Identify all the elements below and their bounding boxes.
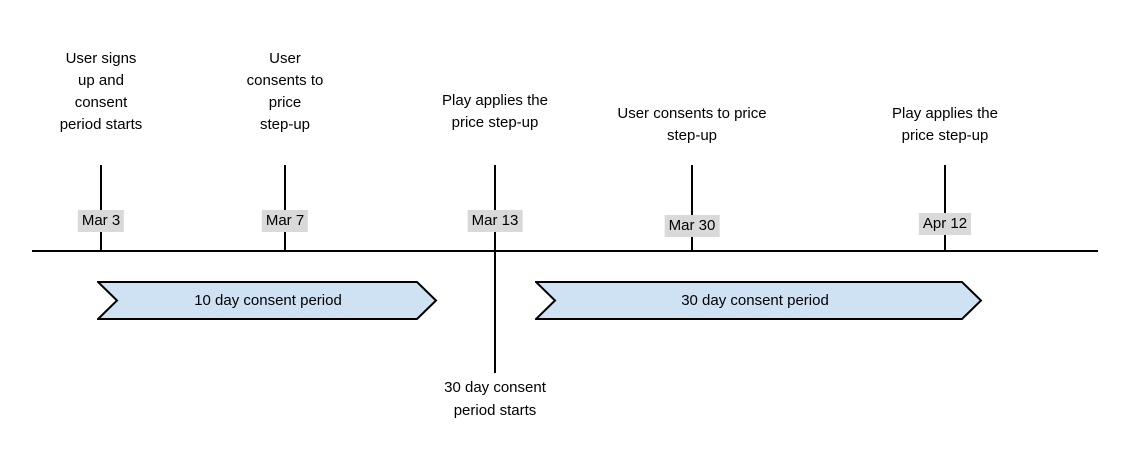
event-date-mar3: Mar 3 — [77, 210, 125, 232]
event-date-mar30: Mar 30 — [664, 215, 720, 237]
event-tick-mar13 — [494, 165, 496, 250]
consent-period-label-10day: 10 day consent period — [194, 292, 342, 309]
event-tick-mar7 — [284, 165, 286, 250]
note-label-30day-start: 30 day consent period starts — [444, 379, 546, 419]
chevron-shape-10day — [97, 281, 438, 320]
event-date-apr12: Apr 12 — [918, 213, 972, 235]
event-label-mar30: User consents to price step-up — [617, 105, 767, 144]
consent-period-banner-10day — [97, 281, 438, 320]
event-tick-mar3 — [100, 165, 102, 250]
event-tick-apr12 — [944, 165, 946, 250]
event-date-mar13: Mar 13 — [467, 210, 523, 232]
event-label-mar7: User consents to price step-up — [246, 50, 324, 133]
consent-period-banner-30day — [535, 281, 983, 320]
event-date-mar7: Mar 7 — [261, 210, 309, 232]
event-label-apr12: Play applies the price step-up — [892, 105, 998, 144]
note-connector-line — [494, 252, 496, 373]
event-label-mar13: Play applies the price step-up — [442, 92, 548, 131]
event-label-mar3: User signs up and consent period starts — [59, 50, 143, 133]
event-tick-mar30 — [691, 165, 693, 250]
chevron-shape-30day — [535, 281, 983, 320]
timeline-axis — [32, 250, 1098, 252]
consent-period-label-30day: 30 day consent period — [681, 292, 829, 309]
